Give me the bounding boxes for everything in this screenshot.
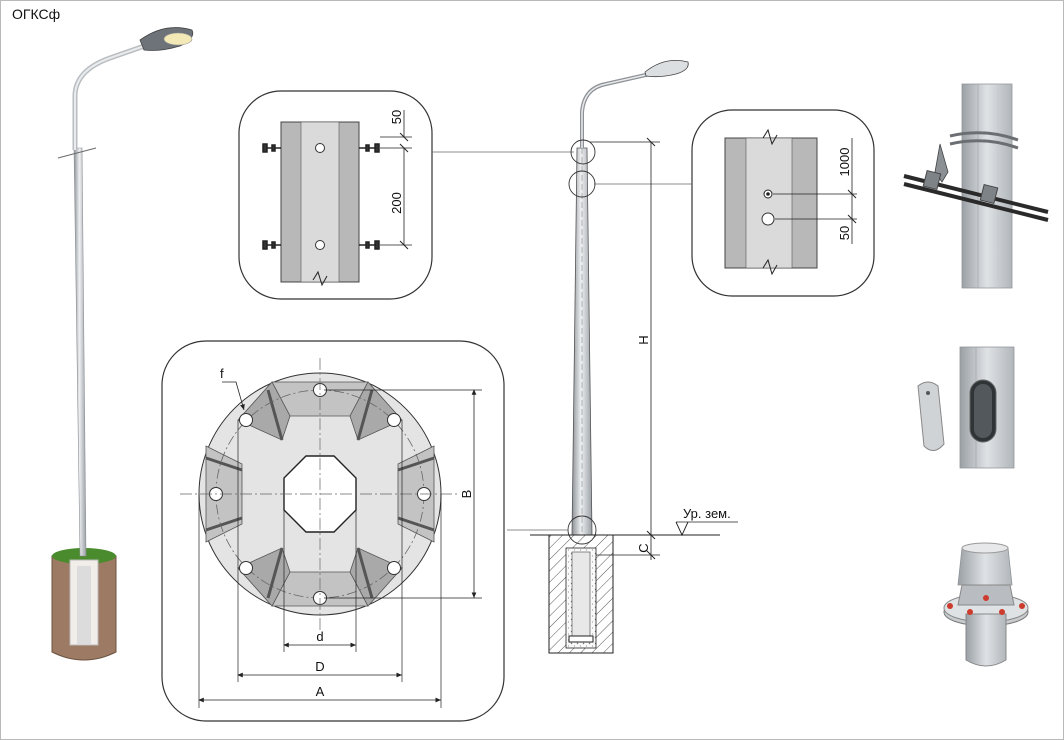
dim-H: H (636, 335, 651, 344)
detail-flange-holes: 50 200 (238, 90, 433, 300)
dim-A: A (316, 684, 325, 699)
flange-base-3d-icon (943, 542, 1029, 667)
dim-50-top: 50 (389, 110, 404, 124)
flange-plan-view: f B d D A (161, 340, 505, 722)
dim-D: D (315, 659, 324, 674)
page-title: ОГКСф (12, 6, 61, 22)
dim-200: 200 (389, 192, 404, 214)
dim-f: f (220, 366, 224, 381)
dim-B: B (459, 490, 474, 499)
ground-level-label: Ур. зем. (683, 506, 731, 521)
detail-cable-entry: 1000 50 (691, 109, 875, 297)
pole-elevation: H C Ур. зем. (530, 59, 738, 654)
dim-d: d (316, 629, 323, 644)
street-lamp-3d-icon (51, 27, 194, 661)
dim-C: C (636, 543, 651, 552)
cable-clamp-3d-icon (903, 83, 1049, 289)
dim-50-right: 50 (837, 226, 852, 240)
dim-1000: 1000 (837, 148, 852, 177)
door-hatch-3d-icon (917, 346, 1015, 469)
